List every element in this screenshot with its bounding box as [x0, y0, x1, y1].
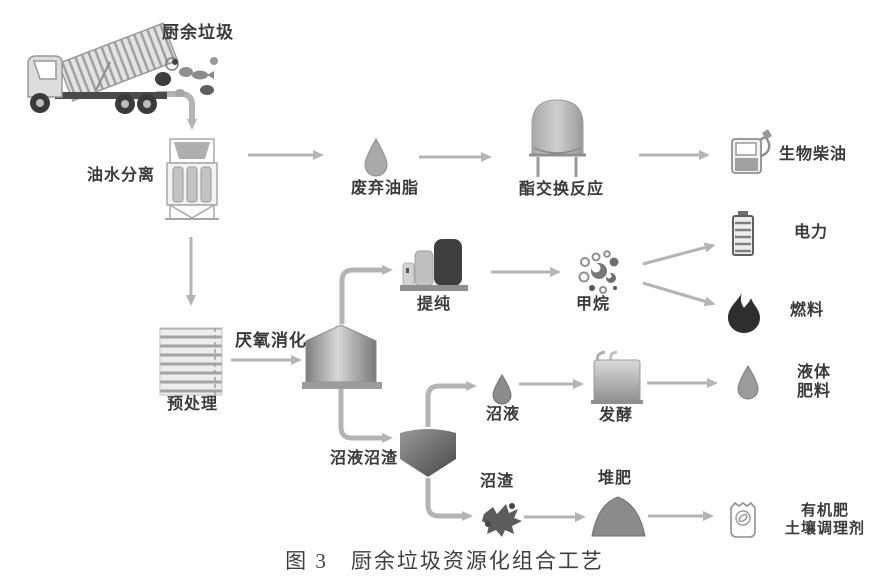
separator-icon	[165, 138, 219, 220]
flow-arrows	[156, 91, 718, 522]
label-anaerobic-digestion: 厌氧消化	[235, 331, 307, 350]
label-organic-fertilizer: 有机肥 土壤调理剂	[771, 502, 879, 537]
label-liquid-fertilizer: 液体 肥料	[797, 364, 831, 402]
gas-columns-icon	[400, 239, 468, 291]
pipe-hopper-to-slurry	[425, 381, 477, 427]
fertilizer-bag-icon	[730, 501, 756, 538]
label-electricity: 电力	[794, 224, 829, 241]
digester-tank-icon	[302, 324, 382, 389]
pipe-digester-to-purification	[339, 265, 393, 324]
sludge-icon	[482, 503, 522, 537]
label-residue: 沼渣	[480, 473, 515, 490]
fermenter-pot-icon	[591, 350, 643, 404]
oil-droplet-icon	[364, 138, 388, 177]
liquid-fertilizer-droplet-icon	[737, 365, 759, 400]
reactor-tank-icon	[529, 99, 586, 177]
label-biodiesel: 生物柴油	[779, 146, 848, 163]
label-organic-fertilizer-line1: 有机肥	[800, 502, 849, 519]
label-composting: 堆肥	[598, 470, 633, 487]
label-liquid-fertilizer-line1: 液体	[797, 364, 832, 381]
label-fermentation: 发酵	[599, 407, 634, 424]
striped-box-icon	[159, 327, 223, 396]
fuel-pump-icon	[731, 129, 772, 174]
label-pretreatment: 预处理	[167, 396, 219, 413]
label-slurry-and-residue: 沼液沼渣	[330, 450, 399, 467]
flame-icon	[728, 290, 760, 333]
label-fuel: 燃料	[790, 302, 825, 319]
arrow-methane-to-electricity	[642, 242, 716, 266]
slurry-droplet-icon	[492, 374, 512, 405]
label-transesterification: 酯交换反应	[519, 181, 605, 198]
pipe-hopper-to-residue	[425, 478, 473, 521]
label-liquid-fertilizer-line2: 肥料	[797, 382, 832, 400]
label-methane: 甲烷	[576, 296, 611, 313]
label-kitchen-waste: 厨余垃圾	[162, 23, 234, 42]
label-purification: 提纯	[417, 296, 452, 313]
compost-mound-icon	[591, 496, 646, 537]
figure-caption: 图 3 厨余垃圾资源化组合工艺	[285, 549, 604, 573]
pipe-digester-to-hopper	[338, 389, 393, 443]
garbage-scraps-icon	[155, 57, 218, 97]
gas-bubbles-icon	[578, 250, 619, 294]
fish-scrap-icon	[192, 70, 214, 80]
hopper-icon	[400, 429, 456, 477]
label-waste-grease: 废弃油脂	[351, 180, 420, 197]
label-slurry: 沼液	[486, 406, 521, 423]
label-oil-water-separation: 油水分离	[87, 167, 156, 184]
label-organic-fertilizer-line2: 土壤调理剂	[784, 519, 865, 537]
arrow-methane-to-fuel	[642, 281, 716, 307]
dump-truck-icon	[27, 22, 179, 114]
battery-icon	[732, 211, 754, 256]
